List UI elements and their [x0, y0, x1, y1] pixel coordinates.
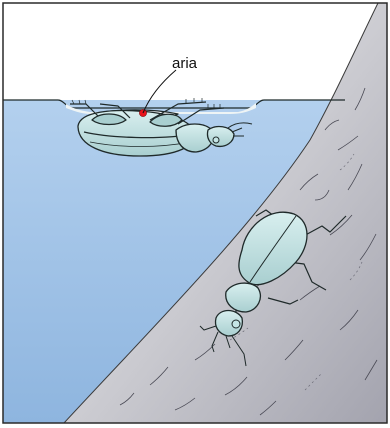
air-label: aria	[172, 55, 198, 72]
air-region	[3, 3, 387, 100]
